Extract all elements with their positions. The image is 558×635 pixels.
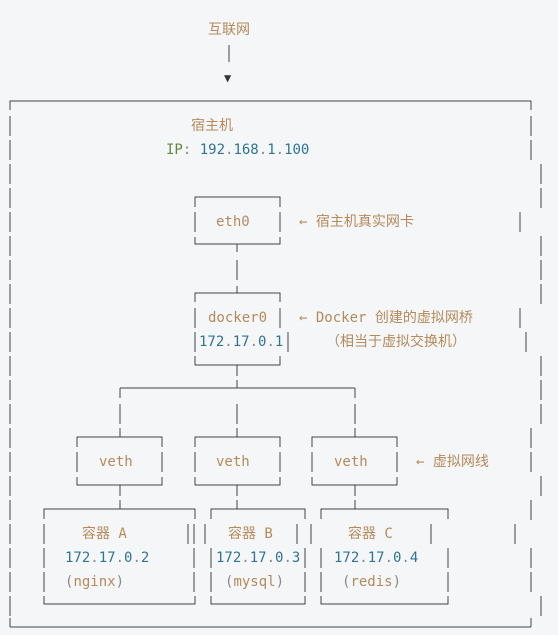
host-ip: IP: 192.168.1.100 [166, 142, 310, 158]
container-a-name: 容器 A [82, 526, 127, 542]
container-b-ip: 172.17.0.3 [216, 550, 301, 566]
docker0-note: ← Docker 创建的虚拟网桥 [299, 310, 473, 326]
container-a-app: (nginx) [65, 574, 125, 590]
eth0-label: eth0 [216, 214, 250, 230]
ip-label: IP [166, 142, 183, 158]
host-title: 宿主机 [191, 118, 233, 134]
veth-c-label: veth [334, 454, 368, 470]
veth-b-label: veth [216, 454, 250, 470]
docker0-ip: 172.17.0.1 [199, 334, 284, 350]
container-a-ip: 172.17.0.2 [65, 550, 150, 566]
container-c-name: 容器 C [348, 526, 393, 542]
veth-a-label: veth [99, 454, 133, 470]
eth0-note: ← 宿主机真实网卡 [299, 214, 414, 230]
container-b-app: (mysql) [225, 574, 285, 590]
docker0-label: docker0 [208, 310, 268, 326]
container-b-name: 容器 B [228, 526, 273, 542]
internet-label: 互联网 [208, 22, 250, 38]
veth-note: ← 虚拟网线 [416, 454, 489, 470]
container-c-ip: 172.17.0.4 [334, 550, 419, 566]
docker0-note-sub: （相当于虚拟交换机） [326, 334, 466, 350]
container-c-app: (redis) [342, 574, 402, 590]
down-arrow-icon: ▼ [224, 71, 232, 85]
